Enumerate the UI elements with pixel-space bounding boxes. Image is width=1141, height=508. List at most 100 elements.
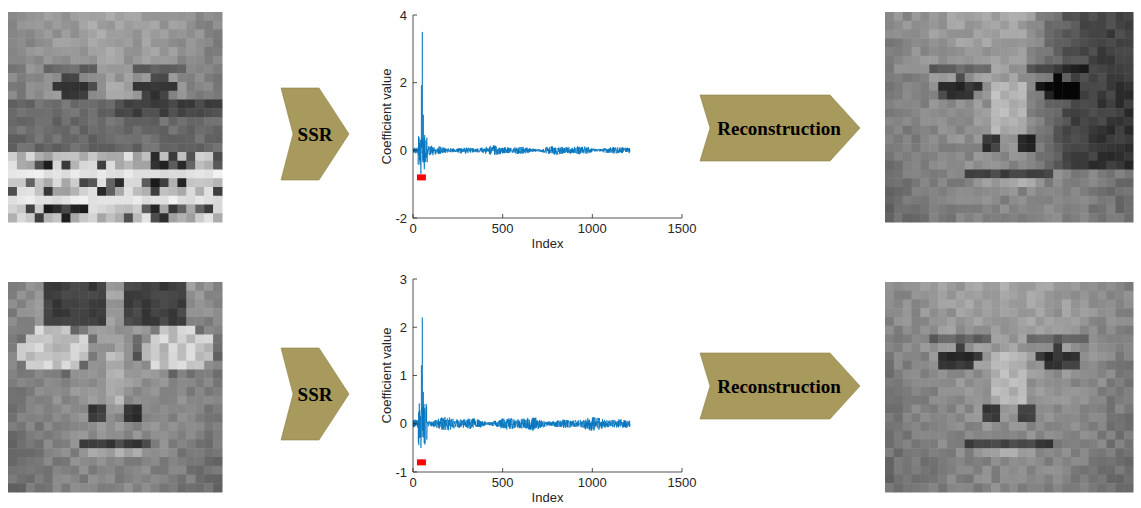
pixel	[1124, 47, 1133, 56]
pixel	[903, 300, 912, 309]
pixel	[53, 187, 62, 196]
pixel	[1115, 178, 1124, 187]
pixel	[1071, 100, 1080, 109]
pixel	[956, 196, 965, 205]
pixel	[97, 161, 106, 170]
pixel	[70, 152, 79, 161]
pixel	[982, 126, 991, 135]
pixel	[1053, 291, 1062, 300]
pixel	[1000, 300, 1009, 309]
pixel	[142, 343, 151, 352]
pixel	[151, 466, 160, 475]
pixel	[97, 396, 106, 405]
pixel	[26, 65, 35, 74]
pixel	[1098, 152, 1107, 161]
pixel	[151, 431, 160, 440]
pixel	[965, 117, 974, 126]
pixel	[929, 282, 938, 291]
pixel	[142, 475, 151, 484]
pixel	[1071, 178, 1080, 187]
pixel	[8, 343, 17, 352]
pixel	[115, 335, 124, 344]
pixel	[1053, 308, 1062, 317]
pixel	[195, 361, 204, 370]
pixel	[947, 161, 956, 170]
pixel	[70, 38, 79, 47]
pixel	[1098, 56, 1107, 65]
pixel	[53, 21, 62, 30]
pixel	[929, 205, 938, 214]
pixel	[982, 205, 991, 214]
pixel	[974, 213, 983, 222]
pixel	[1071, 65, 1080, 74]
pixel	[124, 370, 133, 379]
pixel	[1009, 126, 1018, 135]
pixel	[151, 405, 160, 414]
pixel	[204, 308, 213, 317]
pixel	[70, 343, 79, 352]
pixel	[1115, 21, 1124, 30]
pixel	[26, 378, 35, 387]
pixel	[62, 213, 71, 222]
pixel	[213, 475, 222, 484]
pixel	[26, 143, 35, 152]
pixel	[124, 291, 133, 300]
pixel	[8, 317, 17, 326]
pixel	[1009, 21, 1018, 30]
pixel	[1009, 91, 1018, 100]
pixel	[1089, 47, 1098, 56]
pixel	[115, 213, 124, 222]
pixel	[1098, 65, 1107, 74]
pixel	[8, 475, 17, 484]
pixel	[97, 100, 106, 109]
pixel	[8, 448, 17, 457]
pixel	[160, 73, 169, 82]
pixel	[1098, 205, 1107, 214]
pixel	[1115, 135, 1124, 144]
pixel	[1080, 38, 1089, 47]
pixel	[1009, 213, 1018, 222]
pixel	[133, 466, 142, 475]
pixel	[17, 73, 26, 82]
pixel	[213, 405, 222, 414]
pixel	[938, 47, 947, 56]
pixel	[1124, 12, 1133, 21]
pixel	[151, 448, 160, 457]
pixel	[195, 47, 204, 56]
pixel	[142, 326, 151, 335]
pixel	[1071, 317, 1080, 326]
pixel	[106, 56, 115, 65]
pixel	[1098, 47, 1107, 56]
pixel	[26, 370, 35, 379]
pixel	[1053, 187, 1062, 196]
pixel	[124, 91, 133, 100]
pixel	[79, 143, 88, 152]
pixel	[97, 352, 106, 361]
pixel	[956, 205, 965, 214]
pixel	[885, 213, 894, 222]
pixel	[53, 12, 62, 21]
pixel	[17, 361, 26, 370]
pixel	[35, 100, 44, 109]
pixel	[79, 152, 88, 161]
pixel	[186, 108, 195, 117]
pixel	[903, 91, 912, 100]
pixel	[44, 308, 53, 317]
pixel	[1000, 100, 1009, 109]
pixel	[1000, 135, 1009, 144]
pixel	[1098, 282, 1107, 291]
pixel	[965, 100, 974, 109]
pixel	[35, 335, 44, 344]
pixel	[133, 152, 142, 161]
pixel	[1089, 317, 1098, 326]
pixel	[186, 343, 195, 352]
pixel	[213, 213, 222, 222]
pixel	[912, 65, 921, 74]
pixel	[991, 108, 1000, 117]
pixel	[213, 413, 222, 422]
pixel	[115, 370, 124, 379]
pixel	[142, 361, 151, 370]
pixel	[115, 475, 124, 484]
pixel	[177, 466, 186, 475]
pixel	[885, 291, 894, 300]
